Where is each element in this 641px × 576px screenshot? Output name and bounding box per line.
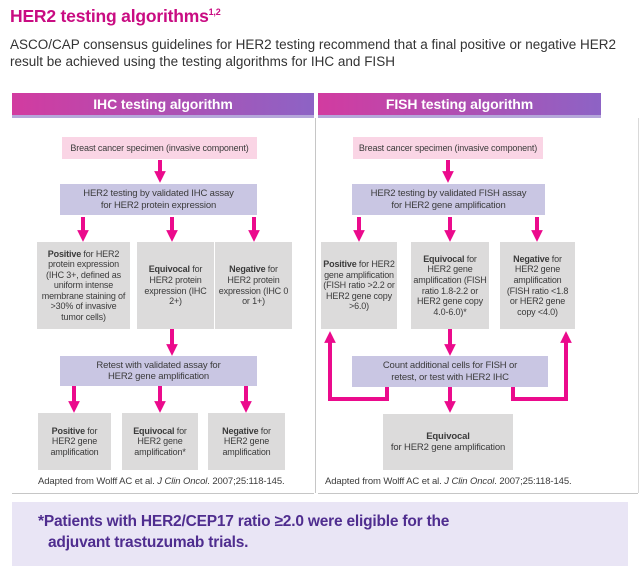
citation-suffix: . 2007;25:118-145.: [207, 476, 285, 487]
result-lead: Negative: [513, 253, 550, 264]
fish-specimen-box: Breast cancer specimen (invasive compone…: [353, 137, 543, 159]
fish-count-line2: retest, or test with HER2 IHC: [391, 371, 509, 383]
ihc-retest-line1: Retest with validated assay for: [96, 359, 221, 371]
result-lead: Positive: [47, 248, 82, 259]
ihc-panel-bottom-border: [12, 493, 314, 494]
ihc-panel-header: IHC testing algorithm: [12, 93, 314, 118]
citation-prefix: Adapted from Wolff AC et al.: [38, 476, 158, 487]
fish-count-box: Count additional cells for FISH or retes…: [352, 356, 548, 387]
result-rest: for HER2 gene amplification (FISH ratio …: [323, 259, 395, 312]
result-lead: Equivocal: [148, 264, 190, 275]
fish-assay-line2: for HER2 gene amplification: [391, 199, 506, 211]
right-edge-line: [638, 118, 639, 493]
fish-result-negative-box: Negative for HER2 gene amplification (FI…: [500, 242, 575, 329]
ihc-retest-line2: HER2 gene amplification: [107, 371, 210, 382]
result-rest: for HER2 gene amplification (FISH ratio …: [506, 253, 569, 317]
fish-assay-box: HER2 testing by validated FISH assay for…: [352, 184, 545, 215]
citation-prefix: Adapted from Wolff AC et al.: [325, 476, 445, 487]
result-rest: for HER2 protein expression (IHC 3+, def…: [41, 248, 126, 322]
result-rest: for HER2 gene amplification*: [134, 425, 187, 457]
fish-final-equivocal-box: Equivocal for HER2 gene amplification: [383, 414, 513, 470]
result-rest: for HER2 gene amplification: [50, 425, 99, 457]
ihc-result-equivocal-box: Equivocal for HER2 protein expression (I…: [137, 242, 214, 329]
footnote-line2: adjuvant trastuzumab trials.: [48, 534, 249, 552]
fish-result-equivocal-box: Equivocal for HER2 gene amplification (F…: [411, 242, 489, 329]
ihc-result-positive-box: Positive for HER2 protein expression (IH…: [37, 242, 130, 329]
fish-count-line1: Count additional cells for FISH or: [382, 360, 518, 372]
result-lead: Negative: [229, 264, 266, 275]
intro-paragraph: ASCO/CAP consensus guidelines for HER2 t…: [10, 37, 617, 69]
result-lead: Equivocal: [426, 430, 470, 442]
fish-result-positive-box: Positive for HER2 gene amplification (FI…: [321, 242, 397, 329]
result-rest: for HER2 gene amplification: [222, 425, 271, 457]
result-lead: Equivocal: [423, 253, 465, 264]
citation-journal: J Clin Oncol: [157, 476, 208, 487]
result-rest: for HER2 protein expression (IHC 2+): [144, 264, 207, 307]
ihc-assay-line1: HER2 testing by validated IHC assay: [83, 188, 234, 200]
fish-panel-bottom-border: [318, 493, 638, 494]
result-lead: Positive: [51, 425, 85, 436]
result-rest: for HER2 gene amplification: [390, 442, 506, 453]
fish-assay-line1: HER2 testing by validated FISH assay: [370, 188, 527, 200]
page-title-text: HER2 testing algorithms: [10, 6, 209, 26]
ihc-specimen-box: Breast cancer specimen (invasive compone…: [62, 137, 257, 159]
panel-divider: [315, 118, 316, 493]
footnote-box: *Patients with HER2/CEP17 ratio ≥2.0 wer…: [12, 502, 628, 566]
footnote-line1: *Patients with HER2/CEP17 ratio ≥2.0 wer…: [38, 513, 450, 530]
result-lead: Negative: [222, 425, 259, 436]
fish-panel-header: FISH testing algorithm: [318, 93, 601, 118]
ihc-final-positive-box: Positive for HER2 gene amplification: [38, 413, 111, 470]
ihc-citation: Adapted from Wolff AC et al. J Clin Onco…: [38, 476, 285, 487]
page-title: HER2 testing algorithms1,2: [10, 6, 221, 27]
ihc-final-negative-box: Negative for HER2 gene amplification: [208, 413, 285, 470]
result-lead: Equivocal: [133, 425, 175, 436]
ihc-assay-box: HER2 testing by validated IHC assay for …: [60, 184, 257, 215]
title-reference-superscript: 1,2: [208, 7, 221, 18]
result-rest: for HER2 protein expression (IHC 0 or 1+…: [218, 264, 289, 307]
result-lead: Positive: [323, 259, 357, 270]
ihc-assay-line2: for HER2 protein expression: [100, 199, 217, 211]
fish-citation: Adapted from Wolff AC et al. J Clin Onco…: [325, 476, 572, 487]
result-rest: for HER2 gene amplification (FISH ratio …: [413, 253, 487, 317]
ihc-result-negative-box: Negative for HER2 protein expression (IH…: [215, 242, 292, 329]
citation-suffix: . 2007;25:118-145.: [494, 476, 572, 487]
citation-journal: J Clin Oncol: [444, 476, 495, 487]
ihc-retest-box: Retest with validated assay for HER2 gen…: [60, 356, 257, 386]
ihc-final-equivocal-box: Equivocal for HER2 gene amplification*: [122, 413, 198, 470]
